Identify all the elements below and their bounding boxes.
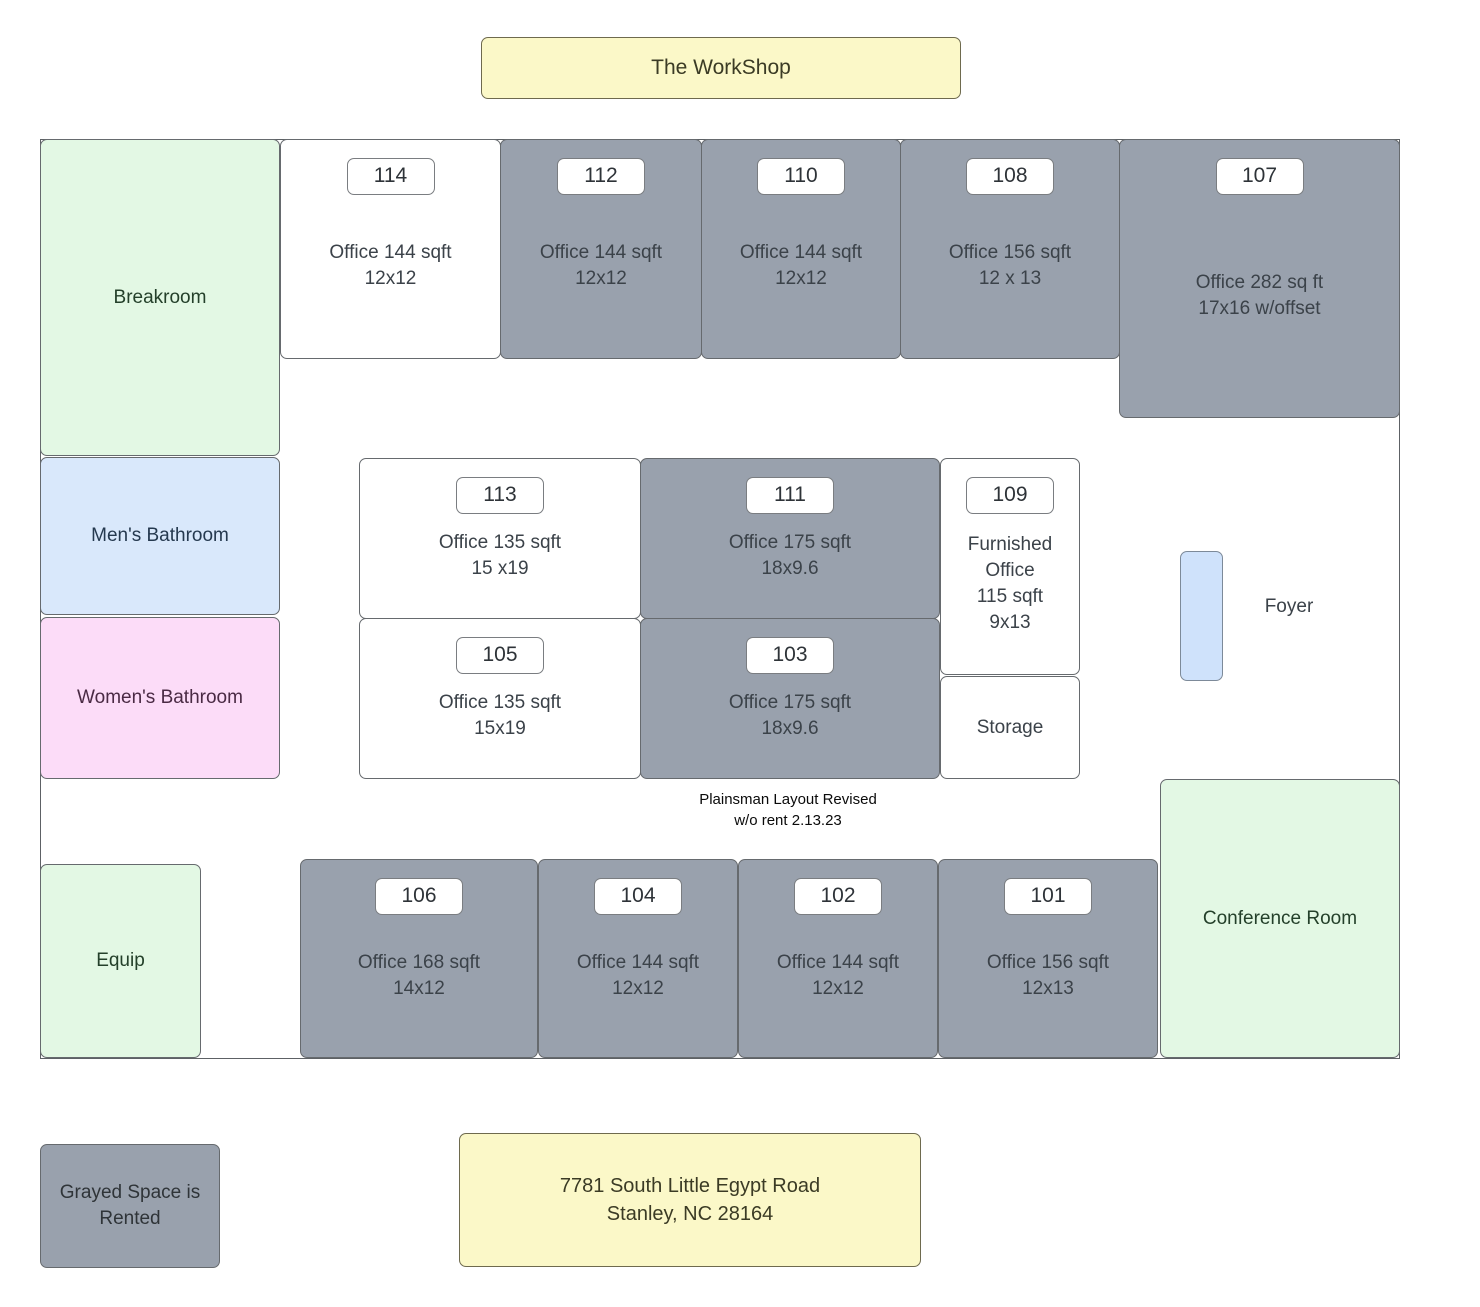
room-mens-bathroom-label: Men's Bathroom [91, 525, 229, 546]
office-111-body: Office 175 sqft 18x9.6 [728, 531, 852, 579]
office-108-number: 108 [966, 158, 1054, 195]
address-box: 7781 South Little Egypt Road Stanley, NC… [459, 1133, 921, 1267]
room-conference-label: Conference Room [1202, 907, 1358, 929]
legend-rented-label: Grayed Space is Rented [59, 1182, 201, 1229]
office-108[interactable]: 108 Office 156 sqft 12 x 13 [900, 139, 1120, 359]
office-102[interactable]: 102 Office 144 sqft 12x12 [738, 859, 938, 1058]
office-102-body: Office 144 sqft 12x12 [776, 951, 900, 999]
legend-rented: Grayed Space is Rented [40, 1144, 220, 1268]
wall-bottom [40, 1058, 1400, 1059]
office-112-body: Office 144 sqft 12x12 [539, 242, 663, 289]
office-109-number: 109 [966, 477, 1054, 514]
office-103-body: Office 175 sqft 18x9.6 [728, 691, 852, 739]
office-112[interactable]: 112 Office 144 sqft 12x12 [500, 139, 702, 359]
office-105-number: 105 [456, 637, 544, 674]
room-mens-bathroom[interactable]: Men's Bathroom [40, 457, 280, 615]
room-storage[interactable]: Storage [940, 676, 1080, 779]
revision-note: Plainsman Layout Revised w/o rent 2.13.2… [699, 791, 877, 829]
office-113-number: 113 [456, 477, 544, 514]
office-110-body: Office 144 sqft 12x12 [739, 242, 863, 289]
room-equip-label: Equip [96, 950, 145, 971]
office-106-number: 106 [375, 878, 463, 915]
room-storage-label: Storage [976, 716, 1044, 738]
office-104-number: 104 [594, 878, 682, 915]
wall-right [1399, 139, 1400, 1059]
office-102-number: 102 [794, 878, 882, 915]
foyer-door[interactable] [1180, 551, 1223, 681]
room-womens-bathroom[interactable]: Women's Bathroom [40, 617, 280, 779]
office-105[interactable]: 105 Office 135 sqft 15x19 [359, 618, 641, 779]
office-101-number: 101 [1004, 878, 1092, 915]
address-label: 7781 South Little Egypt Road Stanley, NC… [559, 1175, 821, 1225]
room-equip[interactable]: Equip [40, 864, 201, 1058]
office-106-body: Office 168 sqft 14x12 [357, 951, 481, 999]
office-101[interactable]: 101 Office 156 sqft 12x13 [938, 859, 1158, 1058]
office-109-body: Furnished Office 115 sqft 9x13 [967, 533, 1053, 633]
office-112-number: 112 [557, 158, 645, 195]
office-114-body: Office 144 sqft 12x12 [329, 242, 452, 289]
office-106[interactable]: 106 Office 168 sqft 14x12 [300, 859, 538, 1058]
room-womens-bathroom-label: Women's Bathroom [77, 687, 243, 708]
office-114-number: 114 [346, 158, 435, 195]
office-101-body: Office 156 sqft 12x13 [986, 951, 1110, 999]
foyer-label: Foyer [1264, 596, 1314, 617]
title-box: The WorkShop [481, 37, 961, 99]
office-113[interactable]: 113 Office 135 sqft 15 x19 [359, 458, 641, 619]
office-111[interactable]: 111 Office 175 sqft 18x9.6 [640, 458, 940, 619]
title-label: The WorkShop [651, 56, 791, 79]
office-110[interactable]: 110 Office 144 sqft 12x12 [701, 139, 901, 359]
office-113-body: Office 135 sqft 15 x19 [438, 531, 562, 579]
office-111-number: 111 [746, 477, 834, 514]
office-105-body: Office 135 sqft 15x19 [438, 691, 562, 739]
room-breakroom-label: Breakroom [113, 286, 207, 308]
office-107-number: 107 [1215, 158, 1304, 195]
office-107[interactable]: 107 Office 282 sq ft 17x16 w/offset [1119, 139, 1400, 418]
office-108-body: Office 156 sqft 12 x 13 [948, 242, 1072, 289]
office-114[interactable]: 114 Office 144 sqft 12x12 [280, 139, 501, 359]
room-breakroom[interactable]: Breakroom [40, 139, 280, 456]
office-107-body: Office 282 sq ft 17x16 w/offset [1195, 271, 1324, 319]
office-103-number: 103 [746, 637, 834, 674]
office-104[interactable]: 104 Office 144 sqft 12x12 [538, 859, 738, 1058]
office-110-number: 110 [757, 158, 845, 195]
office-104-body: Office 144 sqft 12x12 [576, 951, 700, 999]
office-103[interactable]: 103 Office 175 sqft 18x9.6 [640, 618, 940, 779]
room-conference[interactable]: Conference Room [1160, 779, 1400, 1058]
office-109[interactable]: 109 Furnished Office 115 sqft 9x13 [940, 458, 1080, 675]
